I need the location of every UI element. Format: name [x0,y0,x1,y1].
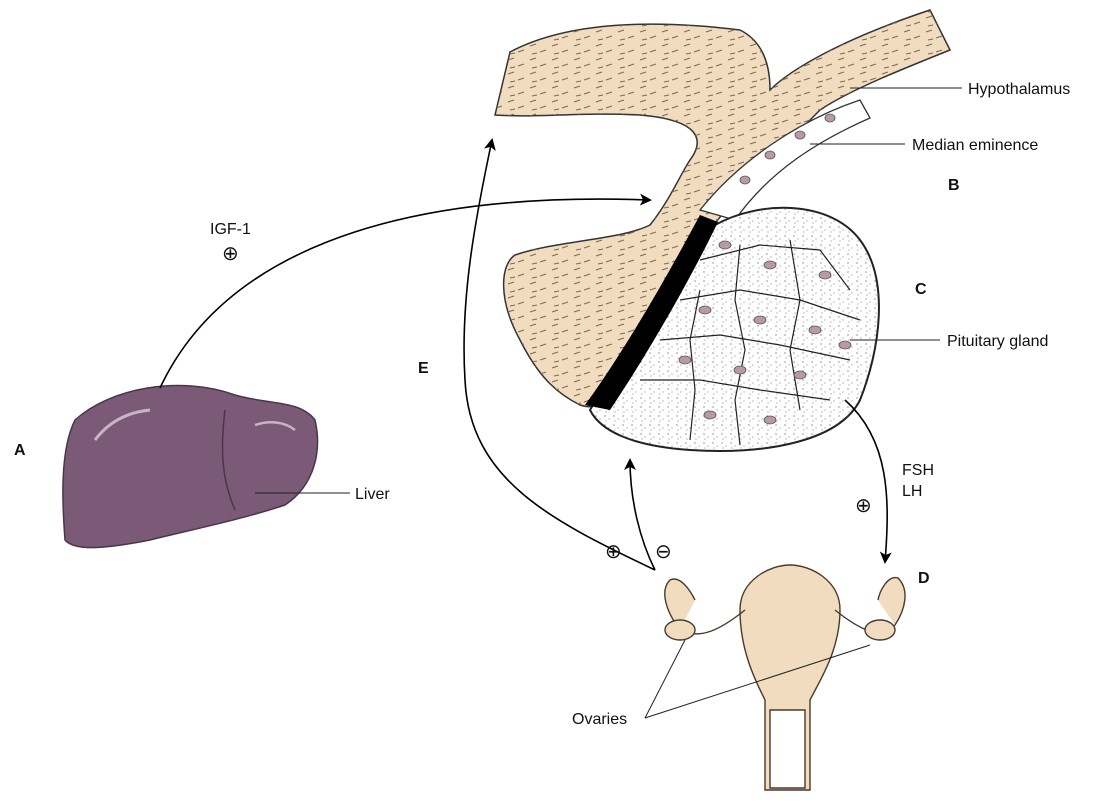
fsh-lh-arrow [845,400,887,562]
hypothalamus-label: Hypothalamus [968,81,1070,98]
feedback-arrow-pituitary [630,460,655,570]
median-eminence-label: Median eminence [912,137,1038,154]
letter-b: B [948,177,960,194]
letter-e: E [418,360,429,377]
liver [63,385,318,547]
letter-a: A [14,442,26,459]
uterus-and-ovaries [665,565,905,790]
feedback-minus-symbol: ⊖ [655,541,672,563]
igf-label: IGF-1 [210,221,251,238]
liver-label: Liver [355,486,390,503]
pituitary-label: Pituitary gland [947,333,1048,350]
feedback-plus-symbol: ⊕ [605,541,622,563]
fsh-label: FSH [902,462,934,479]
igf-plus-symbol: ⊕ [222,243,239,265]
letter-c: C [915,281,927,298]
letter-d: D [918,570,930,587]
ovaries-label: Ovaries [572,711,627,728]
fsh-lh-plus-symbol: ⊕ [855,495,872,517]
lh-label: LH [902,483,922,500]
